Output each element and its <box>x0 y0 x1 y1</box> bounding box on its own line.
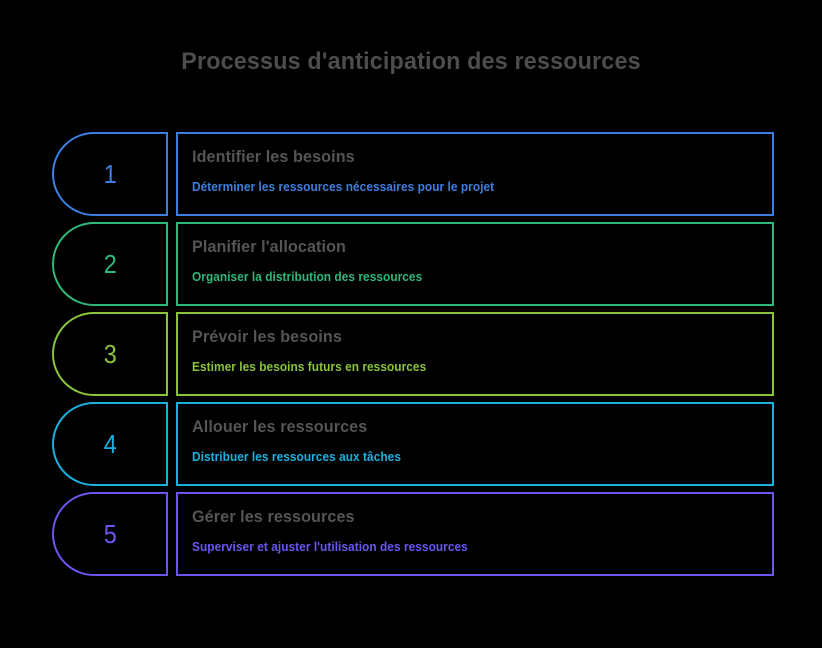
list-item: 4 Allouer les ressources Distribuer les … <box>52 402 774 486</box>
list-item: 1 Identifier les besoins Déterminer les … <box>52 132 774 216</box>
step-title: Planifier l'allocation <box>192 237 347 256</box>
list-item: 3 Prévoir les besoins Estimer les besoin… <box>52 312 774 396</box>
step-description: Superviser et ajuster l'utilisation des … <box>192 539 468 554</box>
step-body-1: Identifier les besoins Déterminer les re… <box>176 132 774 216</box>
list-item: 2 Planifier l'allocation Organiser la di… <box>52 222 774 306</box>
step-title: Gérer les ressources <box>192 507 355 526</box>
step-number: 1 <box>103 159 117 189</box>
step-number: 3 <box>103 339 117 369</box>
step-description: Organiser la distribution des ressources <box>192 269 423 284</box>
step-body-4: Allouer les ressources Distribuer les re… <box>176 402 774 486</box>
step-number: 2 <box>103 249 117 279</box>
step-body-5: Gérer les ressources Superviser et ajust… <box>176 492 774 576</box>
step-description: Distribuer les ressources aux tâches <box>192 449 401 464</box>
step-badge-4: 4 <box>52 402 168 486</box>
step-number: 4 <box>103 429 117 459</box>
step-badge-5: 5 <box>52 492 168 576</box>
process-step-list: 1 Identifier les besoins Déterminer les … <box>52 132 774 582</box>
step-body-3: Prévoir les besoins Estimer les besoins … <box>176 312 774 396</box>
step-title: Allouer les ressources <box>192 417 368 436</box>
step-number: 5 <box>103 519 117 549</box>
list-item: 5 Gérer les ressources Superviser et aju… <box>52 492 774 576</box>
page-title: Processus d'anticipation des ressources <box>181 48 641 75</box>
step-badge-1: 1 <box>52 132 168 216</box>
step-body-2: Planifier l'allocation Organiser la dist… <box>176 222 774 306</box>
step-title: Identifier les besoins <box>192 147 355 166</box>
step-title: Prévoir les besoins <box>192 327 342 346</box>
step-badge-2: 2 <box>52 222 168 306</box>
step-description: Déterminer les ressources nécessaires po… <box>192 179 495 194</box>
step-description: Estimer les besoins futurs en ressources <box>192 359 427 374</box>
step-badge-3: 3 <box>52 312 168 396</box>
